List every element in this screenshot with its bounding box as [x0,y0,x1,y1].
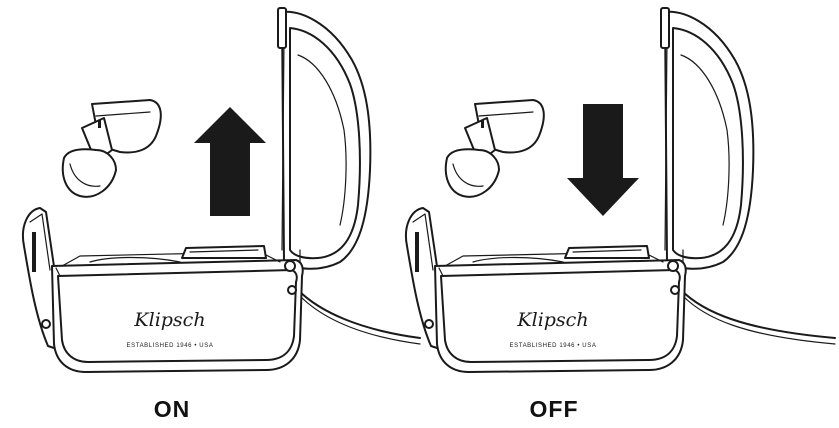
brand-logo: Klipsch [133,309,205,331]
panel-off: Klipsch ESTABLISHED 1946 • USA OFF [383,0,836,428]
brand-tagline: ESTABLISHED 1946 • USA [510,343,597,349]
case-lid [277,7,372,270]
brand-logo: Klipsch [516,309,588,331]
caption-on: ON [153,396,191,422]
case-flap [22,207,61,351]
charging-case-icon: Klipsch ESTABLISHED 1946 • USA [434,245,687,373]
down-arrow-icon [567,104,639,216]
case-lid [660,7,755,270]
earbud-icon [61,99,162,198]
usb-cable [680,289,836,339]
brand-tagline: ESTABLISHED 1946 • USA [127,343,214,349]
charging-case-icon: Klipsch ESTABLISHED 1946 • USA [51,245,304,373]
case-illustration-on: Klipsch ESTABLISHED 1946 • USA [22,7,421,373]
case-flap [405,207,444,351]
caption-off: OFF [529,396,579,422]
earbud-icon [444,99,545,198]
up-arrow-icon [194,107,266,216]
panel-on: Klipsch ESTABLISHED 1946 • USA ON [22,7,421,422]
case-illustration-off: Klipsch ESTABLISHED 1946 • USA [405,7,836,373]
usb-cable [297,289,421,339]
